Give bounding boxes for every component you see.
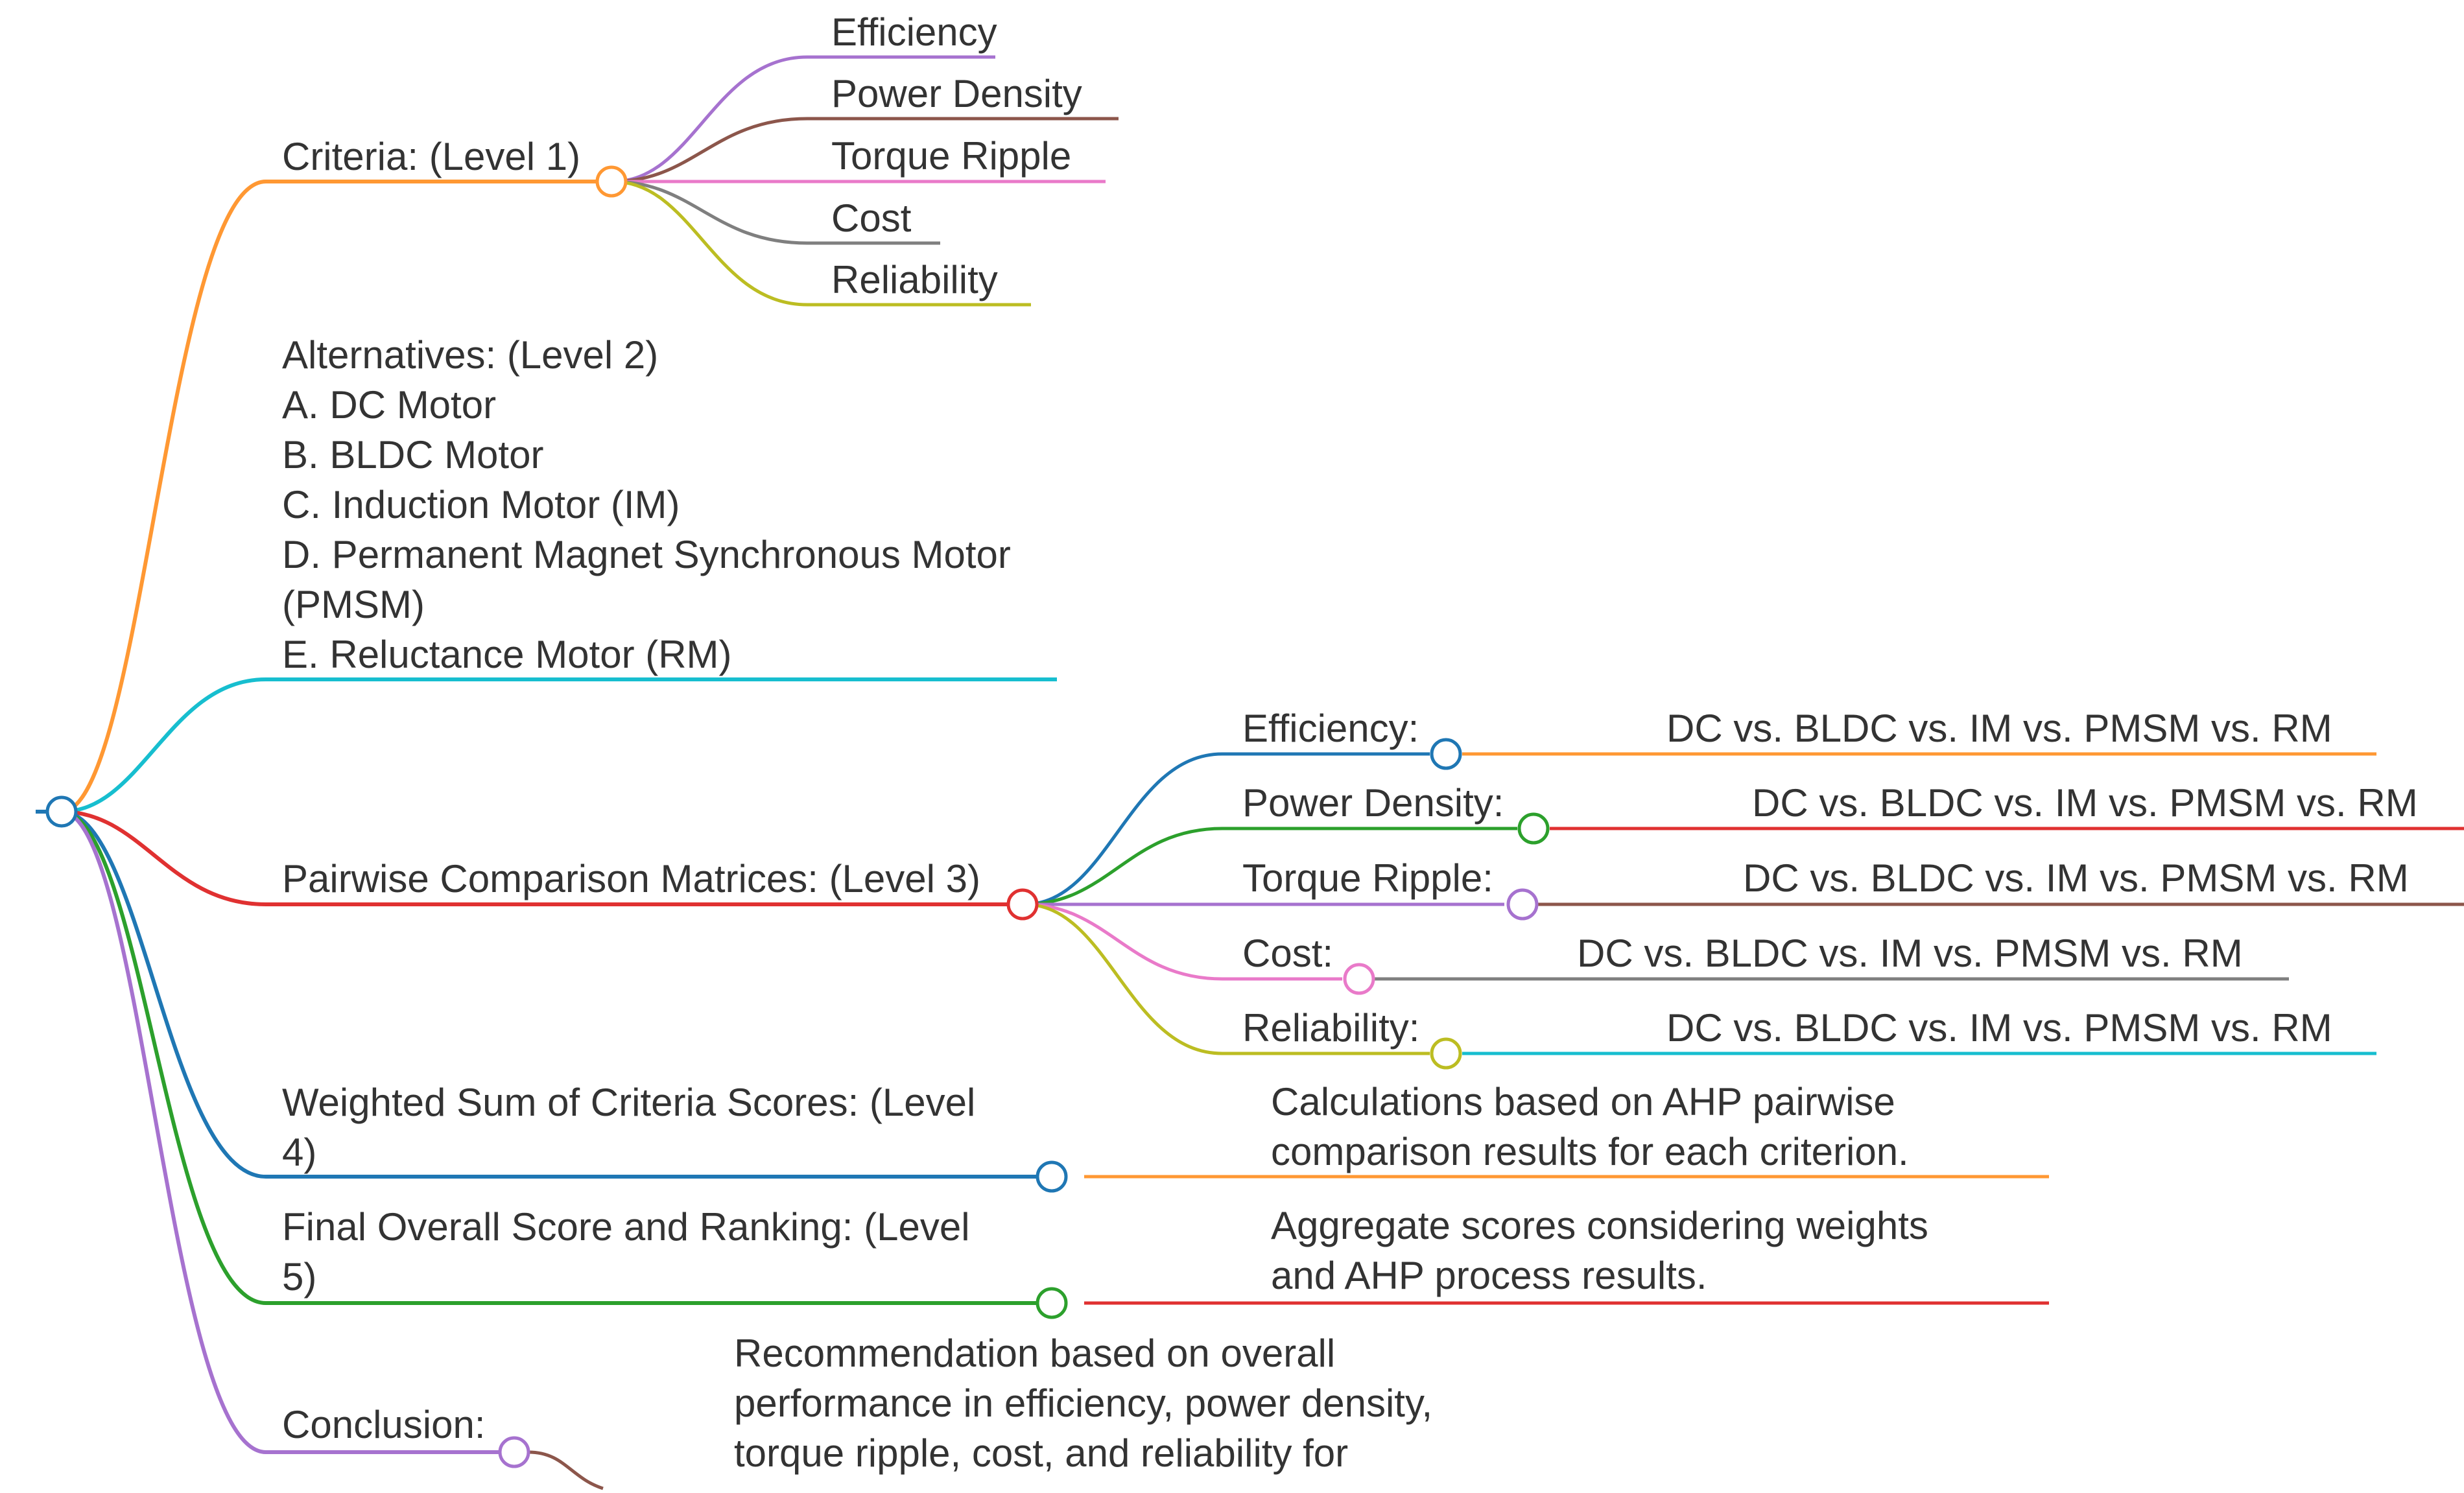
criteria-item-efficiency: Efficiency [831,10,997,54]
link-root-conclusion [61,810,514,1454]
pairwise-reliability-label: Reliability: [1242,1006,1420,1050]
pairwise-power-density-label: Power Density: [1242,781,1504,825]
link-root-weighted [61,810,1052,1179]
link-root-criteria [61,180,610,814]
link-pairwise-reliability [1024,902,1430,1055]
alternative-pmsm: D. Permanent Magnet Synchronous Motor [282,533,1011,576]
conclusion-detail-line3: torque ripple, cost, and reliability for [734,1431,1349,1475]
alternative-reluctance-motor: E. Reluctance Motor (RM) [282,633,732,676]
final-label-line2: 5) [282,1255,317,1299]
link-root-pairwise [61,810,1021,906]
conclusion-detail-line1: Recommendation based on overall [734,1332,1336,1375]
weighted-label-line2: 4) [282,1131,317,1174]
weighted-label-line1: Weighted Sum of Criteria Scores: (Level [282,1081,976,1124]
alternative-pmsm-abbrev: (PMSM) [282,583,425,626]
node-pairwise-reliability[interactable] [1430,1037,1462,1070]
alternative-induction-motor: C. Induction Motor (IM) [282,483,680,526]
pairwise-efficiency-label: Efficiency: [1242,707,1419,750]
criteria-item-power-density: Power Density [831,72,1082,115]
link-root-final [61,810,1052,1305]
final-detail-line1: Aggregate scores considering weights [1271,1204,1928,1247]
pairwise-torque-ripple-value: DC vs. BLDC vs. IM vs. PMSM vs. RM [1743,856,2409,900]
link-pairwise-efficiency [1024,752,1430,906]
alternative-bldc-motor: B. BLDC Motor [282,433,544,476]
pairwise-cost-value: DC vs. BLDC vs. IM vs. PMSM vs. RM [1577,932,2243,975]
pairwise-efficiency-value: DC vs. BLDC vs. IM vs. PMSM vs. RM [1666,707,2332,750]
conclusion-detail-line2: performance in efficiency, power density… [734,1381,1433,1425]
link-pairwise-cost [1024,902,1342,981]
final-detail-line2: and AHP process results. [1271,1254,1707,1297]
node-weighted[interactable] [1036,1160,1068,1193]
node-conclusion[interactable] [498,1436,530,1468]
pairwise-cost-label: Cost: [1242,932,1334,975]
node-pairwise-torque-ripple[interactable] [1506,888,1539,921]
node-pairwise-cost[interactable] [1343,963,1375,995]
alternatives-heading: Alternatives: (Level 2) [282,333,659,377]
pairwise-reliability-value: DC vs. BLDC vs. IM vs. PMSM vs. RM [1666,1006,2332,1050]
criteria-item-cost: Cost [831,196,912,240]
final-label-line1: Final Overall Score and Ranking: (Level [282,1205,970,1249]
node-final[interactable] [1036,1287,1068,1319]
link-criteria-reliability [612,180,1031,307]
pairwise-torque-ripple-label: Torque Ripple: [1242,856,1493,900]
node-root[interactable] [45,795,78,828]
node-criteria[interactable] [595,165,628,198]
criteria-item-reliability: Reliability [831,258,998,301]
conclusion-label: Conclusion: [282,1403,486,1446]
link-pairwise-power-density [1024,827,1517,906]
link-conclusion-detail [528,1450,604,1490]
weighted-detail-line2: comparison results for each criterion. [1271,1130,1909,1173]
weighted-detail-line1: Calculations based on AHP pairwise [1271,1080,1895,1123]
pairwise-label: Pairwise Comparison Matrices: (Level 3) [282,857,981,900]
link-criteria-power-density [612,117,1119,183]
link-criteria-efficiency [612,55,995,183]
link-criteria-cost [612,180,940,245]
criteria-item-torque-ripple: Torque Ripple [831,134,1072,178]
criteria-label: Criteria: (Level 1) [282,135,581,178]
node-pairwise-efficiency[interactable] [1430,738,1462,770]
node-pairwise-power-density[interactable] [1517,812,1550,845]
pairwise-power-density-value: DC vs. BLDC vs. IM vs. PMSM vs. RM [1752,781,2418,825]
node-pairwise[interactable] [1006,888,1039,921]
alternative-dc-motor: A. DC Motor [282,383,497,427]
link-root-alternatives [61,677,1057,814]
